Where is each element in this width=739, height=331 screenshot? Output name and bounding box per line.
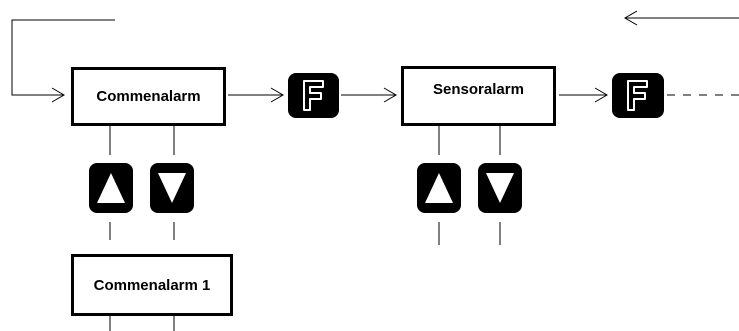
f-key-icon: [627, 80, 648, 111]
menu-box-label: Sensoralarm: [433, 81, 524, 98]
menu-box-label: Commenalarm 1: [93, 276, 211, 294]
menu-box-commenalarm: Commenalarm: [71, 67, 226, 126]
menu-box-label: Commenalarm: [96, 88, 201, 105]
arrowhead-to-f-2: [594, 87, 608, 103]
down-triangle-icon: [486, 173, 514, 203]
menu-box-sensoralarm: Sensoralarm: [401, 66, 556, 126]
return-path-left: [11, 19, 115, 96]
arrowhead-return-right: [624, 10, 638, 26]
up-triangle-icon: [97, 173, 125, 203]
down-triangle-icon: [158, 173, 186, 203]
up-triangle-icon: [425, 173, 453, 203]
down-key-button: [478, 163, 522, 213]
f-key-icon: [303, 80, 324, 111]
menu-box-commenalarm-1: Commenalarm 1: [71, 254, 233, 316]
arrowhead-into-commenalarm: [51, 87, 65, 103]
function-key-button: [288, 73, 339, 118]
arrowhead-to-sensoralarm: [383, 87, 397, 103]
function-key-button: [612, 73, 664, 118]
up-key-button: [89, 163, 133, 213]
arrowhead-to-f-1: [270, 87, 284, 103]
down-key-button: [150, 163, 194, 213]
up-key-button: [417, 163, 461, 213]
